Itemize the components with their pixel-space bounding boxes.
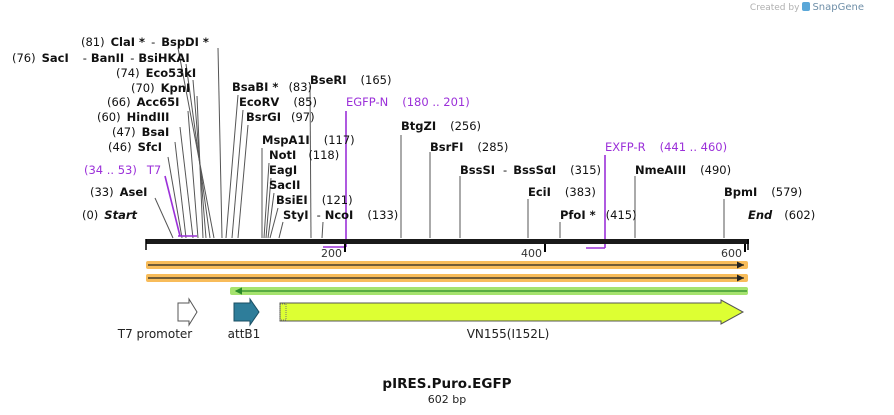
features — [177, 297, 745, 327]
site-saci: (76)SacI-BanII-BsiHKAI — [12, 51, 190, 65]
plasmid-name: pIRES.Puro.EGFP — [382, 376, 511, 392]
feature-labels: T7 promoter attB1 VN155(I152L) — [117, 327, 550, 341]
feature-label-attb1: attB1 — [228, 327, 261, 341]
site-eco53ki: (74)Eco53kI — [116, 66, 196, 80]
site-bsabi: BsaBI *(83) — [232, 80, 312, 94]
ruler-tick-200: 200 — [321, 247, 342, 260]
credit-brand: SnapGene — [812, 2, 864, 13]
site-styi-ncoi: StyI-NcoI(133) — [283, 208, 398, 222]
feature-label-t7-promoter: T7 promoter — [117, 327, 193, 341]
site-bsiei: BsiEI(121) — [276, 193, 353, 207]
site-sacii: SacII — [269, 178, 300, 192]
primer-exfp-r: EXFP-R(441 .. 460) — [605, 140, 727, 154]
t7-promoter-arrow — [177, 297, 198, 327]
primer-labels: (34 .. 53)T7 EGFP-N(180 .. 201) EXFP-R(4… — [84, 95, 727, 177]
site-kpni: (70)KpnI — [131, 81, 190, 95]
site-eagi: EagI — [269, 163, 297, 177]
feature-label-vn155: VN155(I152L) — [467, 327, 550, 341]
attb1-arrow — [233, 297, 260, 327]
site-bsssi: BssSI-BssSαI(315) — [460, 163, 601, 177]
site-nmeaiii: NmeAIII(490) — [635, 163, 731, 177]
site-ecorv: EcoRV(85) — [239, 95, 317, 109]
ruler-tick-400: 400 — [521, 247, 542, 260]
ruler: 200 400 600 — [321, 244, 746, 260]
site-clai: (81)ClaI *-BspDI * — [81, 35, 209, 49]
site-end: End(602) — [748, 208, 815, 222]
site-sfci: (46)SfcI — [108, 140, 162, 154]
primer-marks — [164, 111, 606, 249]
snapgene-logo-icon — [802, 2, 811, 11]
orange-bars — [146, 261, 748, 282]
plasmid-length: 602 bp — [428, 393, 466, 406]
site-bpmi: BpmI(579) — [724, 185, 802, 199]
credit-prefix: Created by — [749, 3, 800, 13]
site-pfoi: PfoI *(415) — [560, 208, 637, 222]
site-bsai: (47)BsaI — [112, 125, 169, 139]
site-labels: (81)ClaI *-BspDI * (76)SacI-BanII-BsiHKA… — [12, 35, 815, 222]
site-mspa1i: MspA1I(117) — [262, 133, 355, 147]
green-bar — [230, 287, 748, 295]
site-lines — [154, 47, 725, 239]
site-bsrfi: BsrFI(285) — [430, 140, 508, 154]
site-asei: (33)AseI — [90, 185, 147, 199]
vn155-arrow — [279, 299, 745, 325]
site-bseri: BseRI(165) — [310, 73, 391, 87]
ruler-tick-600: 600 — [721, 247, 742, 260]
t7-primer-line — [164, 175, 181, 237]
site-acc65i: (66)Acc65I — [107, 95, 179, 109]
primer-egfp-n: EGFP-N(180 .. 201) — [346, 95, 470, 109]
snapgene-credit: Created by SnapGene — [750, 2, 864, 13]
site-noti: NotI(118) — [269, 148, 339, 162]
sequence-backbone — [145, 239, 749, 250]
primer-t7: (34 .. 53)T7 — [84, 163, 161, 177]
site-hindiii: (60)HindIII — [97, 110, 169, 124]
site-start: (0)Start — [82, 208, 138, 222]
site-bsrgi: BsrGI(97) — [246, 110, 315, 124]
site-ecii: EciI(383) — [528, 185, 596, 199]
site-btgzi: BtgZI(256) — [401, 119, 481, 133]
